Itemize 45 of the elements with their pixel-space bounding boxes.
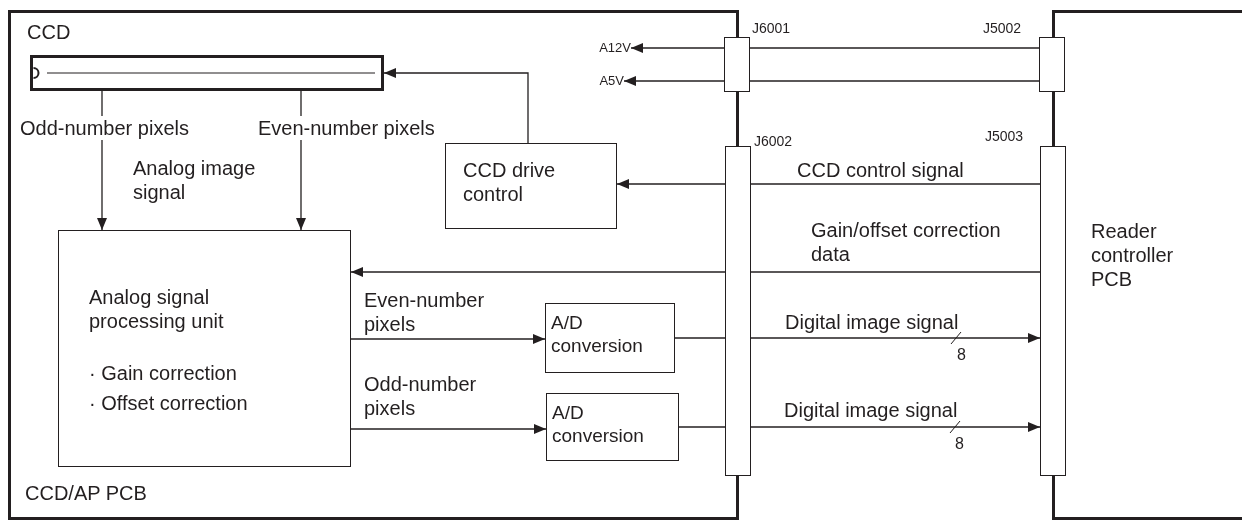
connector-label: J6002 xyxy=(754,133,793,150)
arrow xyxy=(350,424,547,434)
process-block xyxy=(545,303,675,373)
connector-block xyxy=(725,146,751,476)
arrow xyxy=(350,334,546,344)
connector-label: J6001 xyxy=(752,20,791,37)
process-block xyxy=(58,230,351,467)
voltage-label: A5V xyxy=(589,72,624,90)
voltage-label: A12V xyxy=(583,39,631,57)
arrow xyxy=(350,267,726,277)
edge-label: Odd-number pixels xyxy=(20,116,189,140)
signal-line xyxy=(749,47,1040,49)
board-label: CCD/AP PCB xyxy=(25,481,147,505)
signal-line xyxy=(674,337,726,339)
arrow xyxy=(750,333,1041,343)
circuit-board xyxy=(1052,10,1242,520)
process-block xyxy=(546,393,679,461)
signal-line xyxy=(750,271,1041,273)
signal-line xyxy=(749,80,1040,82)
bus-width-label: 8 xyxy=(955,434,964,454)
signal-label: Analog image signal xyxy=(133,156,257,204)
list-item: · Gain correction xyxy=(89,361,237,385)
board-label: Reader controller PCB xyxy=(1091,219,1175,291)
signal-line xyxy=(678,426,726,428)
bus-width-label: 8 xyxy=(957,345,966,365)
circuit-board xyxy=(8,10,739,520)
block-label: Analog signal processing unit xyxy=(89,285,225,333)
arrow xyxy=(383,68,529,144)
arrow xyxy=(616,179,726,189)
list-item: · Offset correction xyxy=(89,391,248,415)
block-label: A/D conversion xyxy=(551,312,644,358)
block-label: CCD drive control xyxy=(463,158,557,206)
block-label: A/D conversion xyxy=(552,402,645,448)
connector-label: J5002 xyxy=(983,20,1022,37)
sensor-label: CCD xyxy=(27,20,71,44)
connector-block xyxy=(724,37,750,92)
edge-label: Even-number pixels xyxy=(258,116,435,140)
arrow xyxy=(750,422,1041,432)
process-block xyxy=(445,143,617,229)
connector-block xyxy=(1039,37,1065,92)
arrow xyxy=(630,43,725,53)
signal-line xyxy=(750,183,1041,185)
connector-label: J5003 xyxy=(985,128,1024,145)
arrow xyxy=(623,76,725,86)
connector-block xyxy=(1040,146,1066,476)
